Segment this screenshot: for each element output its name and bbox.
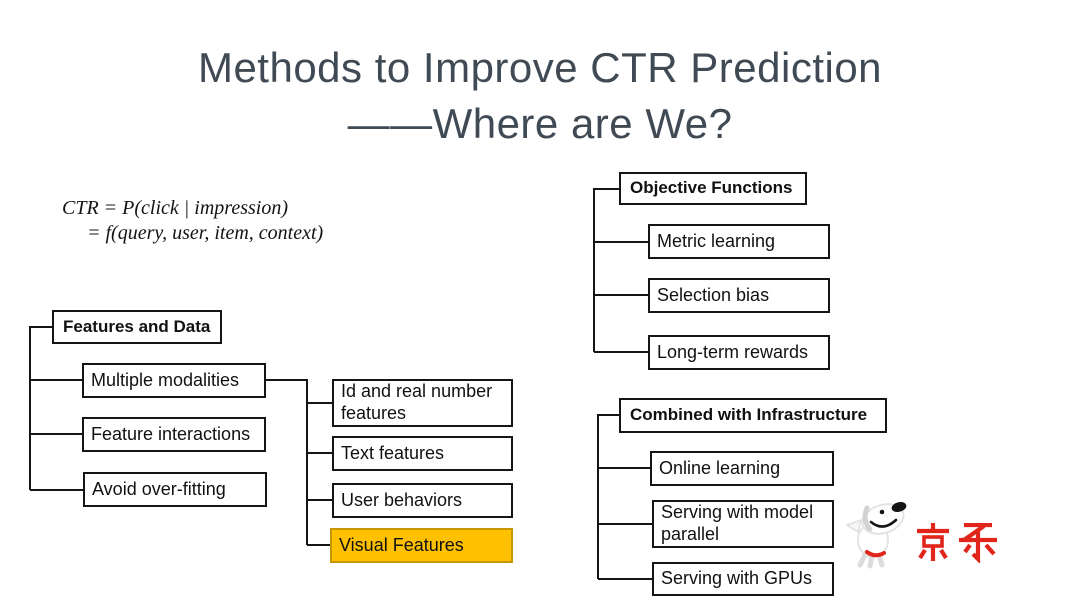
jd-wordmark-jingdong-icon	[917, 523, 997, 563]
node-user-behaviors: User behaviors	[332, 483, 513, 518]
slide-title-line2: ——Where are We?	[347, 100, 733, 147]
modalities-subtree-connectors	[266, 379, 332, 546]
slide-title-line1: Methods to Improve CTR Prediction	[197, 44, 883, 91]
node-feature-interactions: Feature interactions	[82, 417, 266, 452]
node-objective-functions: Objective Functions	[619, 172, 807, 205]
node-visual-features-highlighted: Visual Features	[330, 528, 513, 563]
node-avoid-over-fitting: Avoid over-fitting	[83, 472, 267, 507]
node-features-and-data: Features and Data	[52, 310, 222, 344]
node-long-term-rewards: Long-term rewards	[648, 335, 830, 370]
jd-logo: 京东	[840, 492, 1010, 572]
formula-line1: CTR = P(click | impression)	[62, 197, 288, 219]
node-online-learning: Online learning	[650, 451, 834, 486]
node-combined-with-infrastructure: Combined with Infrastructure	[619, 398, 887, 433]
node-serving-with-gpus: Serving with GPUs	[652, 562, 834, 596]
node-text-features: Text features	[332, 436, 513, 471]
node-id-and-real-number-features: Id and real number features	[332, 379, 513, 427]
objective-tree-connectors	[593, 188, 648, 353]
jd-joy-dog-icon	[845, 502, 907, 569]
node-selection-bias: Selection bias	[648, 278, 830, 313]
jd-brand-text: 京东	[840, 492, 841, 493]
formula-line2: = f(query, user, item, context)	[87, 222, 324, 244]
slide-title: Methods to Improve CTR Prediction ——Wher…	[0, 40, 1080, 152]
node-multiple-modalities: Multiple modalities	[82, 363, 266, 398]
ctr-formula: CTR = P(click | impression) = f(query, u…	[62, 196, 323, 246]
features-tree-connectors	[29, 326, 83, 491]
infrastructure-tree-connectors	[597, 414, 652, 580]
node-serving-with-model-parallel: Serving with model parallel	[652, 500, 834, 548]
node-metric-learning: Metric learning	[648, 224, 830, 259]
